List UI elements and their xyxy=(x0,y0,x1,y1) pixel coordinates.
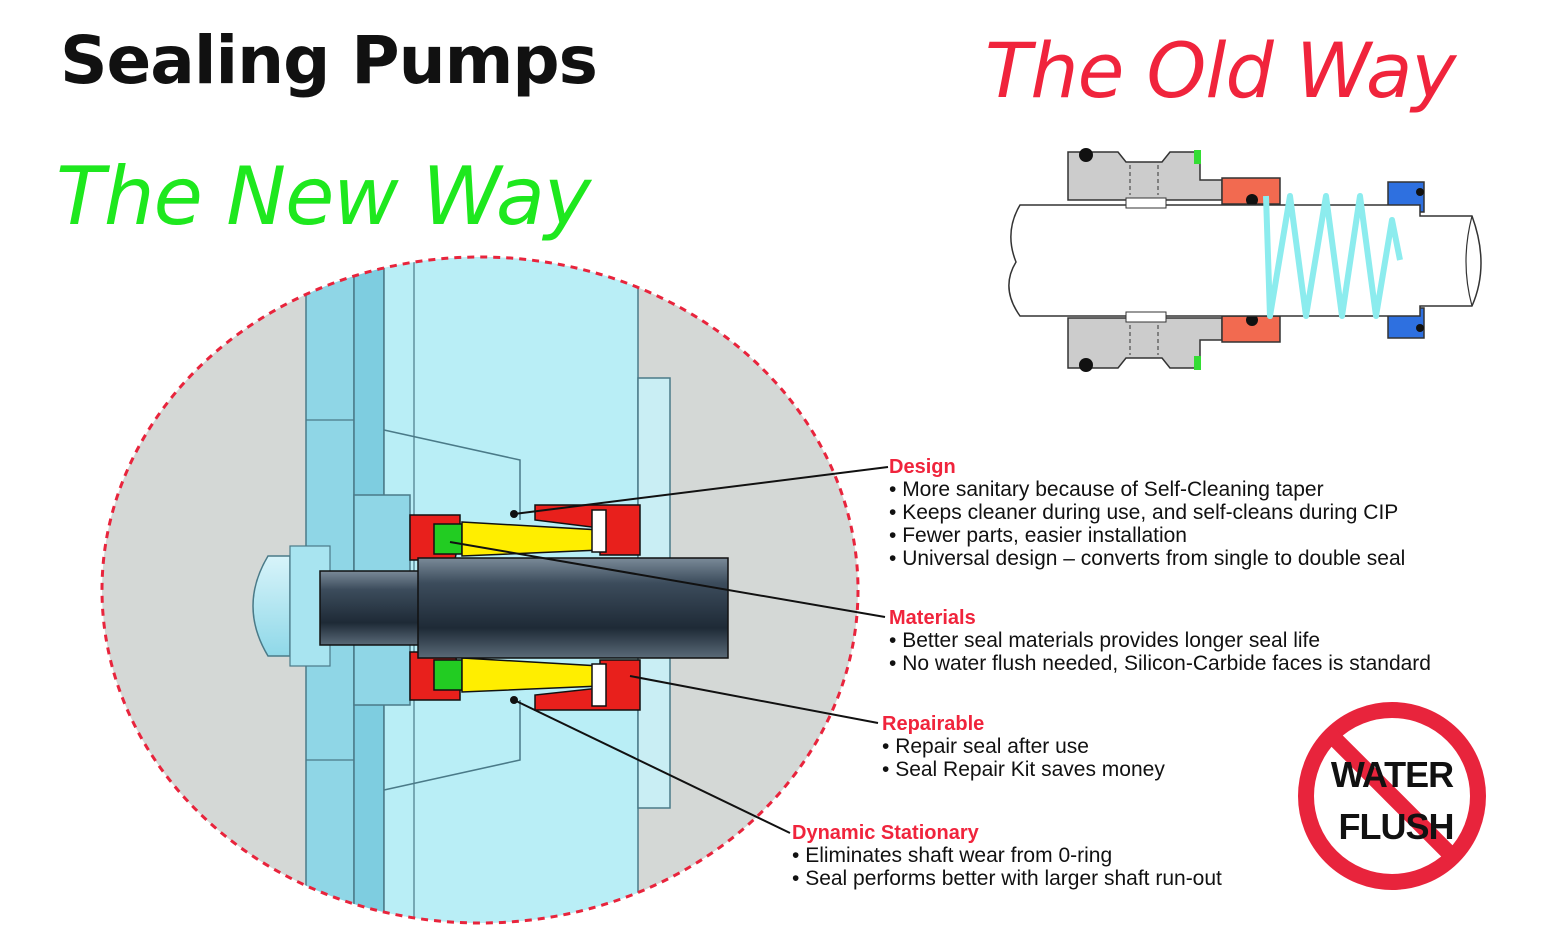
badge-line-2: FLUSH xyxy=(1338,806,1455,847)
old-way-seal-diagram xyxy=(1008,148,1482,372)
old-way-label: The Old Way xyxy=(985,26,1456,115)
callout-heading: Design xyxy=(889,456,956,478)
callout-repairable: Repairable Repair seal after use Seal Re… xyxy=(882,713,1165,781)
callout-heading: Repairable xyxy=(882,713,985,735)
callout-heading: Dynamic Stationary xyxy=(792,822,979,844)
badge-line-1: WATER xyxy=(1330,754,1454,795)
pump-shaft xyxy=(319,570,421,646)
callout-bullet: Repair seal after use xyxy=(882,735,1165,758)
new-way-label: The New Way xyxy=(56,150,591,243)
callout-bullet: Seal performs better with larger shaft r… xyxy=(792,867,1222,890)
shaft-end-cap xyxy=(252,555,291,657)
green-seal-face-upper xyxy=(433,523,463,555)
callout-bullet: Keeps cleaner during use, and self-clean… xyxy=(889,501,1405,524)
page-title: Sealing Pumps xyxy=(60,22,598,99)
pump-shaft-main xyxy=(417,557,729,659)
no-water-flush-badge xyxy=(1298,702,1486,890)
callout-bullet: Eliminates shaft wear from 0-ring xyxy=(792,844,1222,867)
old-way-spring xyxy=(1263,193,1403,319)
callout-bullet: Fewer parts, easier installation xyxy=(889,524,1405,547)
green-seal-face-lower xyxy=(433,659,463,691)
callout-bullet: No water flush needed, Silicon-Carbide f… xyxy=(889,652,1431,675)
callout-materials: Materials Better seal materials provides… xyxy=(889,607,1431,675)
callout-dynamic-stationary: Dynamic Stationary Eliminates shaft wear… xyxy=(792,822,1222,890)
callout-heading: Materials xyxy=(889,607,976,629)
callout-bullet: Seal Repair Kit saves money xyxy=(882,758,1165,781)
callout-bullet: Universal design – converts from single … xyxy=(889,547,1405,570)
new-way-seal-diagram xyxy=(100,255,889,925)
seal-assembly-lower xyxy=(409,651,641,711)
callout-bullet: Better seal materials provides longer se… xyxy=(889,629,1431,652)
callout-bullet: More sanitary because of Self-Cleaning t… xyxy=(889,478,1405,501)
callout-design: Design More sanitary because of Self-Cle… xyxy=(889,456,1405,570)
old-way-shaft xyxy=(1008,204,1482,317)
